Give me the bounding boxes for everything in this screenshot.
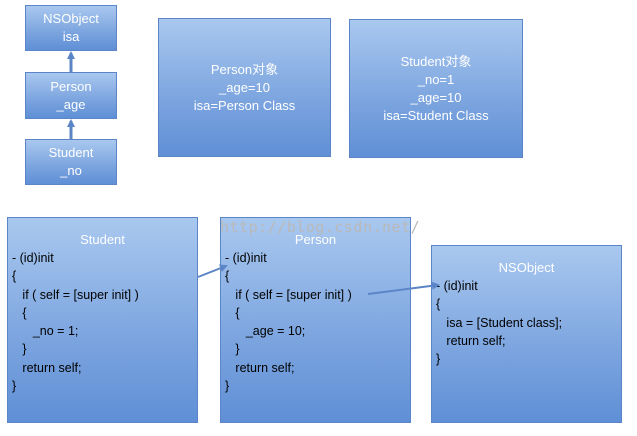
nsobject-class-box: NSObject isa xyxy=(25,5,117,51)
student-object-box: Student对象 _no=1 _age=10 isa=Student Clas… xyxy=(349,19,523,158)
person-object-isa: isa=Person Class xyxy=(193,97,296,113)
person-class-name: Person xyxy=(50,78,92,94)
student-object-no: _no=1 xyxy=(417,71,455,87)
student-init-code: - (id)init { if ( self = [super init] ) … xyxy=(12,251,139,394)
watermark-url: http://blog.csdn.net/ xyxy=(220,218,421,236)
person-super-init-arrow xyxy=(367,281,440,295)
person-object-title: Person对象 xyxy=(210,61,279,77)
nsobject-class-name: NSObject xyxy=(43,11,99,26)
person-init-code: - (id)init { if ( self = [super init] ) … xyxy=(225,251,352,394)
person-object-box: Person对象 _age=10 isa=Person Class xyxy=(158,18,331,157)
student-super-init-arrow xyxy=(197,264,228,278)
student-init-title: Student xyxy=(80,232,125,247)
student-class-name: Student xyxy=(48,145,94,160)
nsobject-init-title: NSObject xyxy=(498,260,555,275)
student-object-isa: isa=Student Class xyxy=(383,107,489,123)
student-no-field: _no xyxy=(60,163,82,178)
person-init-title: Person xyxy=(294,232,337,247)
student-object-age: _age=10 xyxy=(410,89,462,105)
person-init-box: Person - (id)init { if ( self = [super i… xyxy=(220,217,411,423)
person-object-age: _age=10 xyxy=(219,79,270,95)
person-age-field: _age xyxy=(56,96,86,112)
student-object-title: Student对象 xyxy=(400,53,472,69)
student-class-box: Student _no xyxy=(25,139,117,185)
nsobject-isa-field: isa xyxy=(62,29,80,44)
student-init-box: Student - (id)init { if ( self = [super … xyxy=(7,217,198,423)
nsobject-init-box: NSObject - (id)init { isa = [Student cla… xyxy=(431,245,622,423)
person-class-box: Person _age xyxy=(25,72,117,119)
